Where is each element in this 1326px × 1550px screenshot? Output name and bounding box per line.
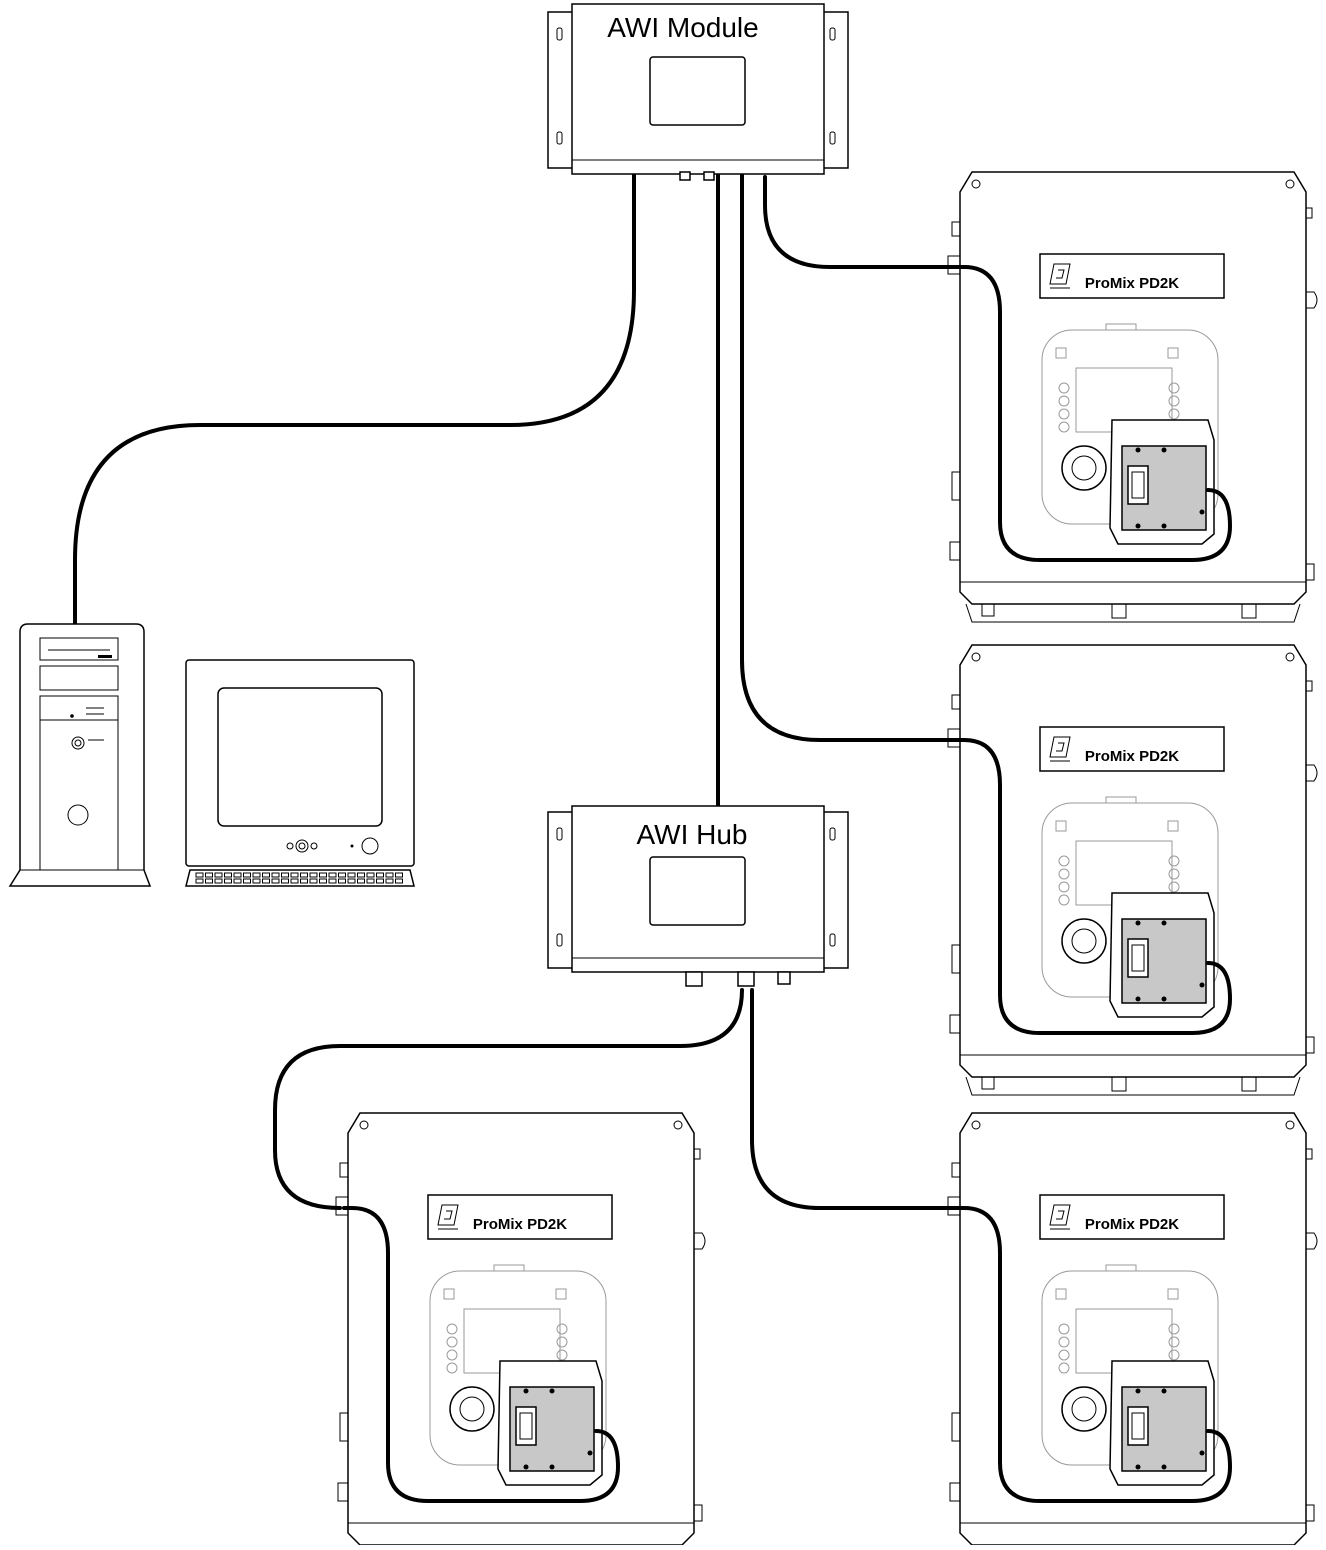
keyboard-key bbox=[195, 872, 204, 878]
keyboard-key bbox=[271, 872, 280, 878]
cable-module-to-computer bbox=[73, 172, 636, 627]
unit-top-right-internal-cable bbox=[954, 265, 1232, 562]
keyboard-key bbox=[366, 878, 375, 884]
hub-label: AWI Hub bbox=[637, 819, 748, 850]
keyboard-key bbox=[309, 872, 318, 878]
keyboard-key bbox=[281, 872, 289, 878]
keyboard-key bbox=[376, 872, 384, 878]
keyboard-key bbox=[281, 878, 289, 884]
keyboard-key bbox=[347, 878, 356, 884]
keyboard-key bbox=[319, 878, 327, 884]
keyboard-key bbox=[300, 872, 308, 878]
keyboard-key bbox=[338, 878, 346, 884]
unit-bottom-left-internal-cable bbox=[342, 1206, 620, 1503]
awi-module[interactable]: AWI Module bbox=[547, 3, 849, 181]
keyboard-key bbox=[252, 872, 261, 878]
keyboard-key bbox=[205, 878, 213, 884]
keyboard-key bbox=[338, 872, 346, 878]
monitor[interactable] bbox=[185, 659, 415, 867]
cable-hub-to-unit-bottom-left bbox=[273, 988, 744, 1210]
keyboard-key bbox=[328, 878, 337, 884]
keyboard-key bbox=[271, 878, 280, 884]
promix-unit-middle-right[interactable]: ProMix PD2K bbox=[947, 644, 1318, 1096]
keyboard-key bbox=[309, 878, 318, 884]
module-display-window bbox=[649, 56, 746, 126]
unit-middle-right-internal-cable bbox=[954, 738, 1232, 1035]
keyboard[interactable] bbox=[185, 869, 415, 887]
keyboard-key bbox=[290, 872, 299, 878]
keyboard-key bbox=[243, 878, 251, 884]
keyboard-key bbox=[395, 878, 403, 884]
monitor-power-button[interactable] bbox=[361, 837, 379, 855]
keyboard-key bbox=[357, 872, 365, 878]
computer-tower[interactable] bbox=[8, 623, 152, 887]
unit-bottom-right-brand: ProMix PD2K bbox=[1085, 1216, 1179, 1233]
keyboard-key bbox=[385, 872, 394, 878]
promix-unit-top-right[interactable]: ProMix PD2K bbox=[947, 171, 1318, 623]
unit-top-right-brand: ProMix PD2K bbox=[1085, 275, 1179, 292]
keyboard-key bbox=[243, 872, 251, 878]
keyboard-key bbox=[376, 878, 384, 884]
keyboard-key bbox=[233, 878, 242, 884]
keyboard-key bbox=[300, 878, 308, 884]
keyboard-key bbox=[347, 872, 356, 878]
cable-hub-to-unit-bottom-right bbox=[750, 988, 957, 1210]
keyboard-key bbox=[366, 872, 375, 878]
keyboard-key bbox=[385, 878, 394, 884]
keyboard-key bbox=[357, 878, 365, 884]
awi-hub[interactable]: AWI Hub bbox=[547, 805, 849, 987]
unit-bottom-right-internal-cable bbox=[954, 1206, 1232, 1503]
keyboard-key bbox=[224, 878, 232, 884]
hub-display-window bbox=[649, 856, 746, 926]
keyboard-key bbox=[395, 872, 403, 878]
keyboard-key bbox=[252, 878, 261, 884]
cable-module-to-unit-middle bbox=[740, 170, 957, 742]
keyboard-key bbox=[328, 872, 337, 878]
module-label: AWI Module bbox=[607, 12, 758, 43]
keyboard-key bbox=[262, 878, 270, 884]
keyboard-key bbox=[224, 872, 232, 878]
keyboard-key bbox=[233, 872, 242, 878]
keyboard-key bbox=[195, 878, 204, 884]
keyboard-key bbox=[262, 872, 270, 878]
promix-unit-bottom-left[interactable]: ProMix PD2K bbox=[335, 1112, 706, 1550]
cables bbox=[73, 170, 957, 1210]
monitor-screen bbox=[217, 687, 383, 827]
unit-middle-right-brand: ProMix PD2K bbox=[1085, 748, 1179, 765]
keyboard-key bbox=[214, 878, 223, 884]
cable-module-to-unit-top bbox=[763, 175, 957, 269]
unit-bottom-left-brand: ProMix PD2K bbox=[473, 1216, 567, 1233]
keyboard-key bbox=[214, 872, 223, 878]
keyboard-key bbox=[290, 878, 299, 884]
promix-unit-bottom-right[interactable]: ProMix PD2K bbox=[947, 1112, 1318, 1550]
keyboard-key bbox=[205, 872, 213, 878]
keyboard-key bbox=[319, 872, 327, 878]
